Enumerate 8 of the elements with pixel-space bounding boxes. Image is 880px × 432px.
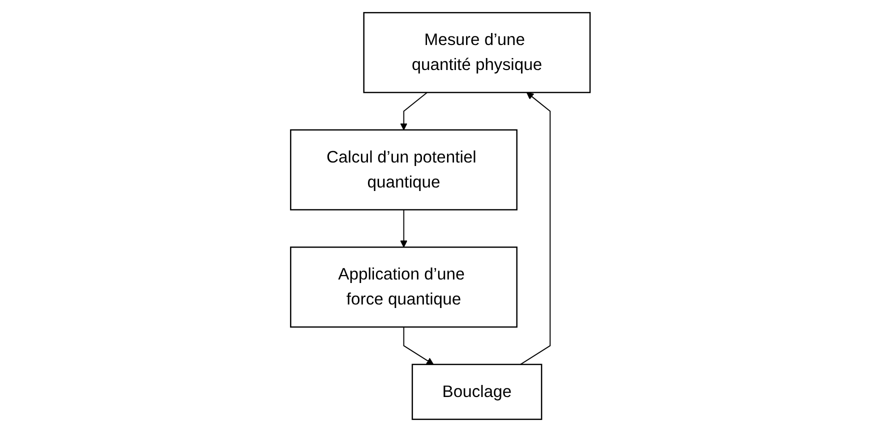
- arrow: [400, 92, 428, 130]
- node-box: Mesure d’une quantité physique: [362, 12, 590, 94]
- node-box: Bouclage: [411, 364, 542, 420]
- node-box: Application d’une force quantique: [290, 246, 518, 328]
- node-box: Calcul d’un potentiel quantique: [290, 129, 518, 210]
- arrow: [402, 326, 434, 365]
- arrow: [400, 209, 408, 248]
- arrow: [520, 92, 550, 365]
